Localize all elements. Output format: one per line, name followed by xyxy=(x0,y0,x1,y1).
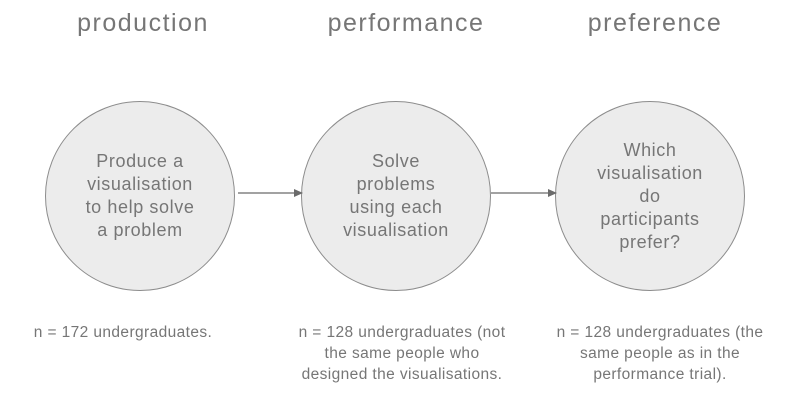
stage-circle-preference-text: Which visualisation do participants pref… xyxy=(597,139,703,252)
stage-note-production: n = 172 undergraduates. xyxy=(33,324,213,341)
stage-circle-preference: Which visualisation do participants pref… xyxy=(555,101,745,291)
stage-title-preference: preference xyxy=(587,9,723,37)
arrow-production-to-performance xyxy=(238,189,303,197)
stage-title-performance: performance xyxy=(327,9,485,37)
stage-title-production: production xyxy=(77,9,209,37)
stage-circle-performance-text: Solve problems using each visualisation xyxy=(343,151,449,240)
arrow-performance-to-preference xyxy=(491,189,557,197)
stage-circle-production-text: Produce a visualisation to help solve a … xyxy=(85,151,195,240)
stage-note-preference: n = 128 undergraduates (the same people … xyxy=(556,324,764,383)
stage-note-performance: n = 128 undergraduates (not the same peo… xyxy=(298,324,506,383)
stage-circle-performance: Solve problems using each visualisation xyxy=(301,101,491,291)
stage-circle-production: Produce a visualisation to help solve a … xyxy=(45,101,235,291)
